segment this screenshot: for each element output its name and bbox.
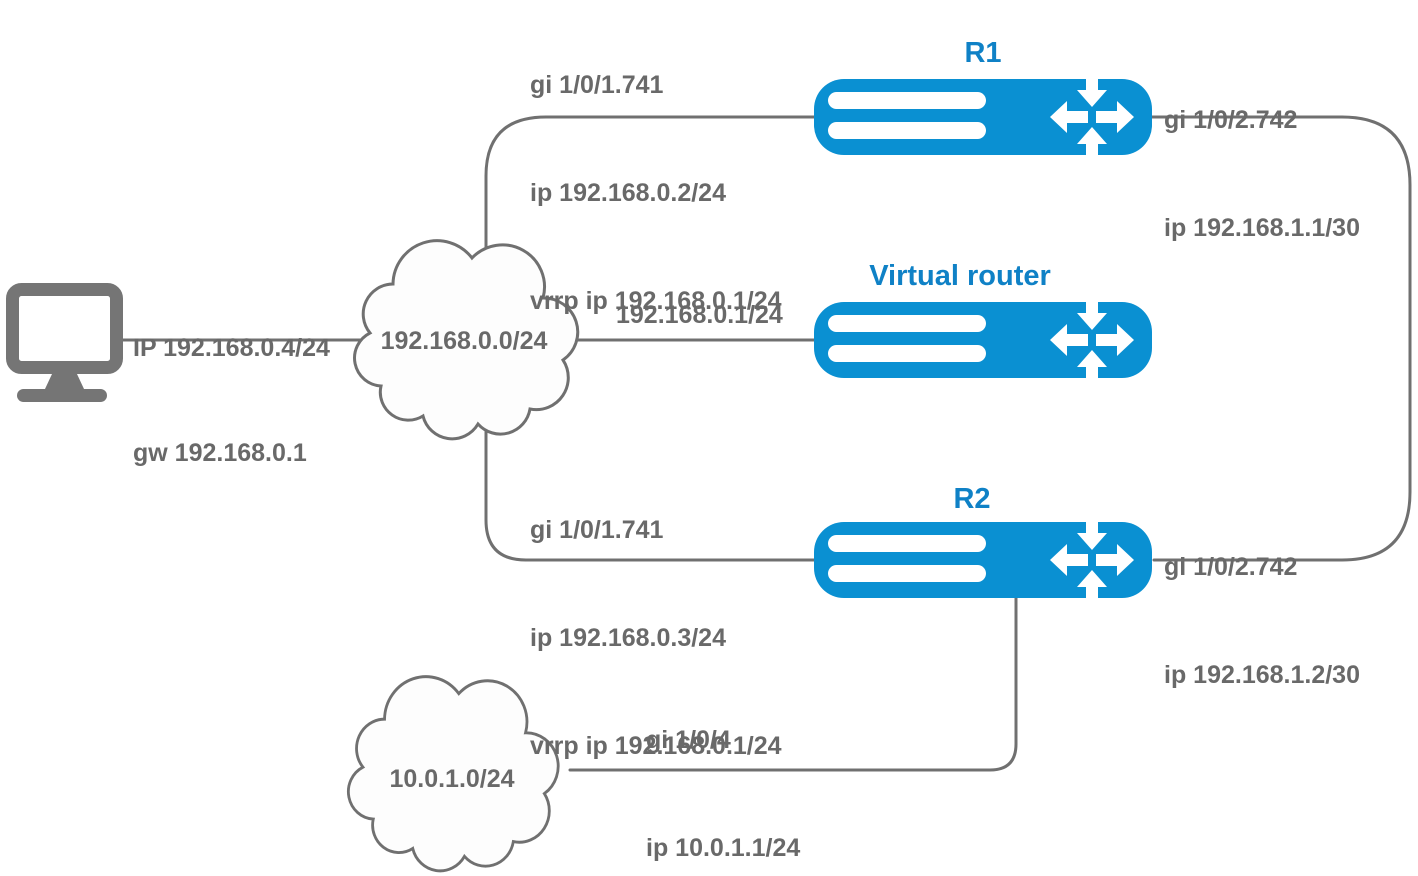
pc-gateway-label: gw 192.168.0.1	[133, 439, 307, 467]
link-lines	[120, 115, 1412, 772]
pc-stand	[45, 374, 84, 389]
r1-left-if-ip: ip 192.168.0.2/24	[530, 179, 726, 207]
r1-right-if-ip: ip 192.168.1.1/30	[1164, 214, 1360, 242]
router-virtual-icon	[814, 292, 1152, 388]
pc-base	[17, 389, 107, 402]
r2-right-interface-labels: gi 1/0/2.742 ip 192.168.1.2/30	[1164, 477, 1360, 765]
link-r2-to-wan-cloud	[568, 590, 1018, 772]
r2-right-if-ip: ip 192.168.1.2/30	[1164, 661, 1360, 689]
router-r1-name: R1	[964, 37, 1002, 69]
r1-right-if-port: gi 1/0/2.742	[1164, 106, 1298, 134]
lan-cloud-label: 192.168.0.0/24	[380, 327, 548, 355]
r1-left-interface-labels: gi 1/0/1.741 ip 192.168.0.2/24 vrrp ip 1…	[530, 0, 782, 391]
r2-left-interface-labels: gi 1/0/1.741 ip 192.168.0.3/24 vrrp ip 1…	[530, 440, 782, 836]
router-r2-name: R2	[953, 483, 991, 515]
pc-icon	[6, 283, 123, 402]
r2-left-if-ip: ip 192.168.0.3/24	[530, 624, 726, 652]
r2-bottom-if-ip: ip 10.0.1.1/24	[646, 834, 801, 862]
r2-right-if-port: gi 1/0/2.742	[1164, 553, 1298, 581]
router-r1-icon	[814, 69, 1152, 165]
pc-ip-label: IP 192.168.0.4/24	[133, 334, 330, 362]
r2-bottom-if-port: gi 1/0/4	[646, 726, 731, 754]
pc-monitor	[6, 283, 123, 374]
link-lan-cloud-to-r1	[484, 115, 818, 260]
r1-right-interface-labels: gi 1/0/2.742 ip 192.168.1.1/30	[1164, 30, 1360, 318]
pc-address-labels: IP 192.168.0.4/24 gw 192.168.0.1	[133, 261, 330, 541]
router-virtual-name: Virtual router	[869, 260, 1051, 292]
r1-left-if-vrrp: vrrp ip 192.168.0.1/24	[530, 287, 782, 315]
wan-cloud-label: 10.0.1.0/24	[389, 765, 515, 793]
router-r2-icon	[814, 512, 1152, 608]
r2-bottom-interface-labels: gi 1/0/4 ip 10.0.1.1/24	[646, 650, 800, 876]
link-lan-cloud-to-r2	[484, 426, 818, 562]
r2-left-if-port: gi 1/0/1.741	[530, 516, 664, 544]
r2-left-if-vrrp: vrrp ip 192.168.0.1/24	[530, 732, 782, 760]
link-r1-to-r2	[1148, 115, 1412, 562]
r1-left-if-port: gi 1/0/1.741	[530, 71, 664, 99]
virtual-router-link-label: 192.168.0.1/24	[616, 301, 783, 329]
